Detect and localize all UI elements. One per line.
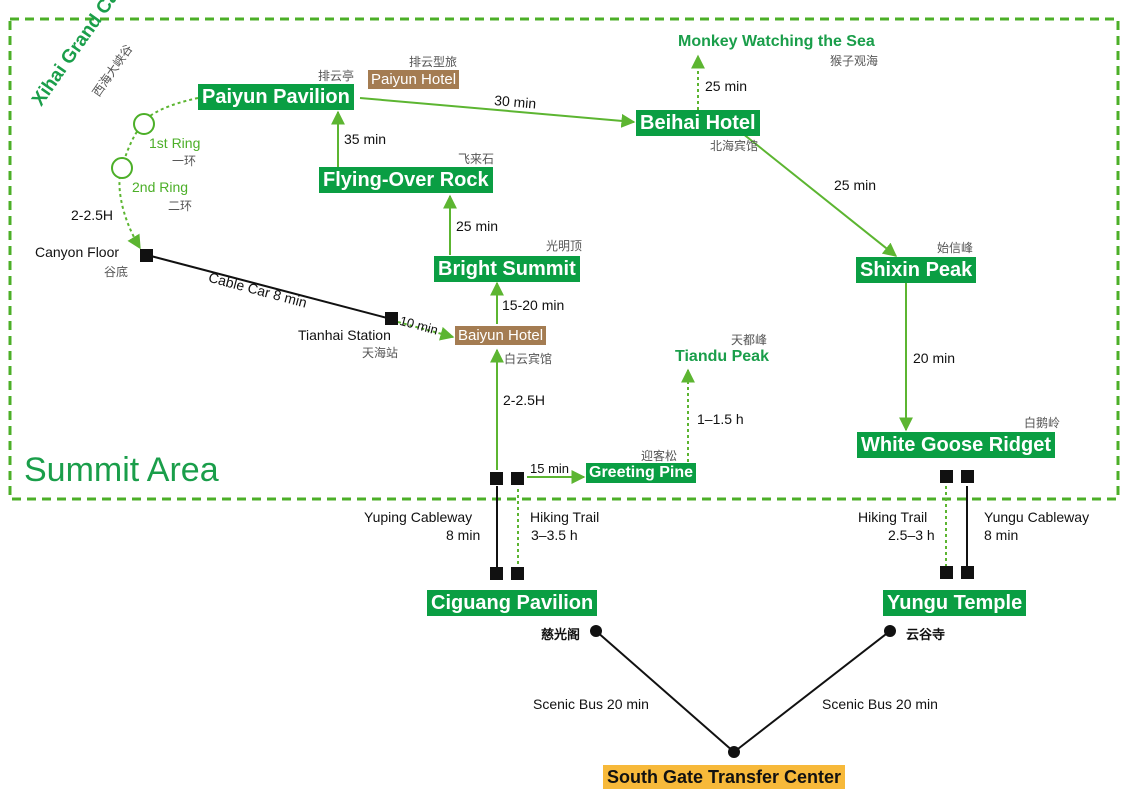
ciguang-pavilion-cn: 慈光阁: [541, 627, 581, 642]
yungu-cableway-label: Yungu Cableway: [984, 509, 1090, 525]
station-yungu-top: [961, 470, 974, 483]
station-hiking-top-right: [940, 470, 953, 483]
summit-area-title: Summit Area: [24, 451, 219, 489]
baiyun-hotel-cn: 白云宾馆: [504, 352, 553, 366]
tiandu-peak-label[interactable]: Tiandu Peak: [675, 348, 769, 365]
shixin-goose-time: 20 min: [913, 350, 956, 366]
monkey-label[interactable]: Monkey Watching the Sea: [678, 33, 875, 50]
route-beihai-shixin: [741, 132, 898, 257]
hiking-right-label: Hiking Trail: [858, 509, 928, 525]
ring-2-marker: [111, 157, 133, 179]
ring-2-cn: 二环: [168, 199, 193, 213]
tianhai-station-cn: 天海站: [362, 346, 399, 360]
tianhai-station-label: Tianhai Station: [298, 327, 391, 343]
shixin-peak-cn: 始信峰: [937, 241, 974, 255]
greeting-pine-cn: 迎客松: [641, 449, 678, 463]
baiyun-bright-time: 15-20 min: [502, 297, 565, 313]
canyon-floor-label: Canyon Floor: [35, 244, 120, 260]
hiking-left-time: 3–3.5 h: [531, 527, 578, 543]
paiyun-hotel-cn: 排云型旅: [409, 55, 458, 69]
bus-line-left: [595, 630, 735, 753]
flying-paiyun-time: 35 min: [344, 131, 387, 147]
white-goose-box[interactable]: White Goose Ridget: [857, 432, 1055, 458]
hiking-right-time: 2.5–3 h: [888, 527, 935, 543]
bright-summit-cn: 光明顶: [546, 239, 583, 253]
ring-1-marker: [133, 113, 155, 135]
stop-yungu: [884, 625, 896, 637]
canyon-floor-cn: 谷底: [104, 265, 129, 279]
paiyun-pavilion-cn: 排云亭: [318, 69, 355, 83]
hiking-left-label: Hiking Trail: [530, 509, 600, 525]
bus-right-time: Scenic Bus 20 min: [822, 696, 938, 712]
white-goose-cn: 白鹅岭: [1024, 416, 1061, 430]
ring-2-label: 2nd Ring: [132, 179, 189, 195]
ciguang-pavilion-box[interactable]: Ciguang Pavilion: [427, 590, 598, 616]
stop-south-gate: [728, 746, 740, 758]
yungu-cableway-time: 8 min: [984, 527, 1019, 543]
south-gate-box[interactable]: South Gate Transfer Center: [603, 765, 846, 789]
greeting-tiandu-time: 1–1.5 h: [697, 411, 744, 427]
canyon-descent-time: 2-2.5H: [71, 207, 114, 223]
station-hiking-bottom-right: [940, 566, 953, 579]
flying-rock-cn: 飞来石: [458, 152, 495, 166]
beihai-shixin-time: 25 min: [834, 177, 877, 193]
station-hiking-top-left: [511, 472, 524, 485]
yuping-cableway-time: 8 min: [446, 527, 481, 543]
yungu-temple-cn: 云谷寺: [906, 627, 946, 642]
route-paiyun-beihai: [359, 97, 636, 128]
cableway-baiyun-time: 2-2.5H: [503, 392, 546, 408]
bright-flying-time: 25 min: [456, 218, 499, 234]
route-canyon-rings: [118, 97, 199, 250]
station-hiking-bottom-left: [511, 567, 524, 580]
yuping-cableway-label: Yuping Cableway: [364, 509, 473, 525]
beihai-monkey-time: 25 min: [705, 78, 748, 94]
beihai-hotel-cn: 北海宾馆: [710, 139, 759, 153]
stop-ciguang: [590, 625, 602, 637]
station-yuping-top: [490, 472, 503, 485]
tiandu-peak-cn: 天都峰: [731, 333, 768, 347]
bus-line-right: [733, 630, 891, 753]
station-yungu-bottom: [961, 566, 974, 579]
bus-left-time: Scenic Bus 20 min: [533, 696, 649, 712]
paiyun-hotel-box[interactable]: Paiyun Hotel: [368, 70, 460, 89]
greeting-pine-box[interactable]: Greeting Pine: [586, 463, 697, 483]
ring-1-label: 1st Ring: [149, 135, 201, 151]
monkey-cn: 猴子观海: [830, 54, 879, 68]
yungu-temple-box[interactable]: Yungu Temple: [883, 590, 1027, 616]
station-canyon-floor: [140, 249, 153, 262]
ring-1-cn: 一环: [172, 154, 197, 168]
station-tianhai: [385, 312, 398, 325]
flying-rock-box[interactable]: Flying-Over Rock: [319, 167, 493, 193]
station-yuping-bottom: [490, 567, 503, 580]
cableway-greeting-time: 15 min: [530, 461, 570, 476]
paiyun-pavilion-box[interactable]: Paiyun Pavilion: [198, 84, 354, 110]
beihai-hotel-box[interactable]: Beihai Hotel: [636, 110, 760, 136]
bright-summit-box[interactable]: Bright Summit: [434, 256, 580, 282]
baiyun-hotel-box[interactable]: Baiyun Hotel: [455, 326, 547, 345]
cable-car-line: [146, 254, 392, 320]
shixin-peak-box[interactable]: Shixin Peak: [856, 257, 977, 283]
